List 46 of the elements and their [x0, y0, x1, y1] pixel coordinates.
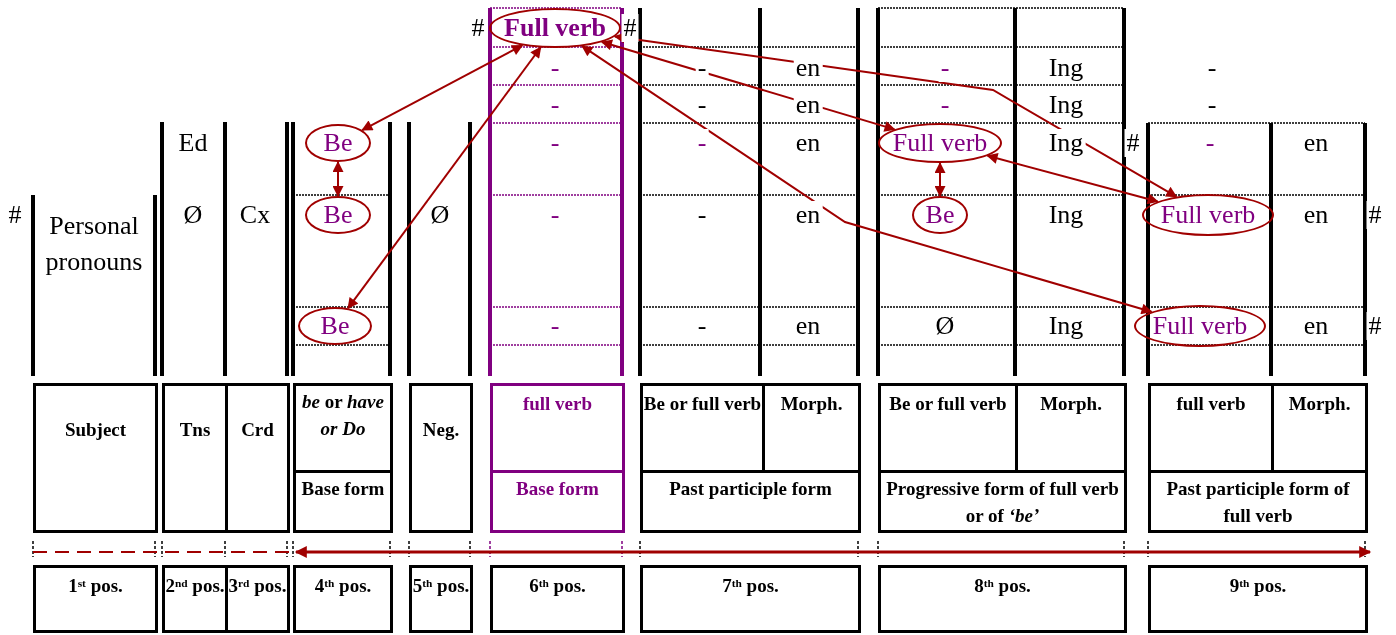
column-header: Be or full verb	[878, 383, 1018, 473]
column-header: Morph.	[1271, 383, 1368, 473]
form-header: Past participle form	[640, 470, 861, 533]
circled-word: Full verb	[1142, 194, 1274, 236]
position-label: 1$^{st}$ pos.	[33, 565, 158, 633]
boundary-symbol: #	[621, 14, 639, 42]
column-header: Morph.	[762, 383, 861, 473]
circled-word: Be	[912, 196, 968, 234]
arrow	[613, 32, 1178, 198]
subject-text: Personal pronouns	[44, 210, 144, 278]
column-header: full verb	[1148, 383, 1274, 473]
arrow	[347, 46, 542, 310]
circled-word: Full verb	[489, 8, 621, 48]
column-header: Neg.	[409, 383, 473, 533]
arrow	[986, 153, 1159, 205]
arrow	[600, 39, 896, 132]
column-header: Tns	[162, 383, 228, 533]
circled-word: Be	[305, 196, 371, 234]
form-header: Past participle form of full verb	[1148, 470, 1368, 533]
position-label: 6$^{th}$ pos.	[490, 565, 625, 633]
column-header: Subject	[33, 383, 158, 533]
position-label: 4$^{th}$ pos.	[293, 565, 393, 633]
circled-word: Be	[298, 307, 372, 345]
column-header: be or have or Do	[293, 383, 393, 473]
column-header: Crd	[225, 383, 290, 533]
form-header: Base form	[293, 470, 393, 533]
circled-word: Be	[305, 124, 371, 162]
boundary-symbol: #	[1124, 129, 1142, 157]
column-header: Be or full verb	[640, 383, 765, 473]
position-label: 7$^{th}$ pos.	[640, 565, 861, 633]
suffix-text: Ing	[1046, 129, 1086, 157]
arrow	[332, 160, 344, 198]
form-header: Base form	[490, 470, 625, 533]
column-header: full verb	[490, 383, 625, 473]
position-label: 8$^{th}$ pos.	[878, 565, 1127, 633]
column-header: Morph.	[1015, 383, 1127, 473]
circled-word: Full verb	[1134, 305, 1266, 347]
circled-word: Full verb	[878, 123, 1002, 163]
arrow	[581, 45, 1153, 315]
position-label: 5$^{th}$ pos.	[409, 565, 473, 633]
form-header: Progressive form of full verb or of ‘be’	[878, 470, 1127, 533]
position-label: 9$^{th}$ pos.	[1148, 565, 1368, 633]
arrow	[934, 161, 946, 198]
position-label: 2$^{nd}$ pos.	[162, 565, 228, 633]
position-label: 3$^{rd}$ pos.	[225, 565, 290, 633]
arrow	[361, 44, 524, 132]
